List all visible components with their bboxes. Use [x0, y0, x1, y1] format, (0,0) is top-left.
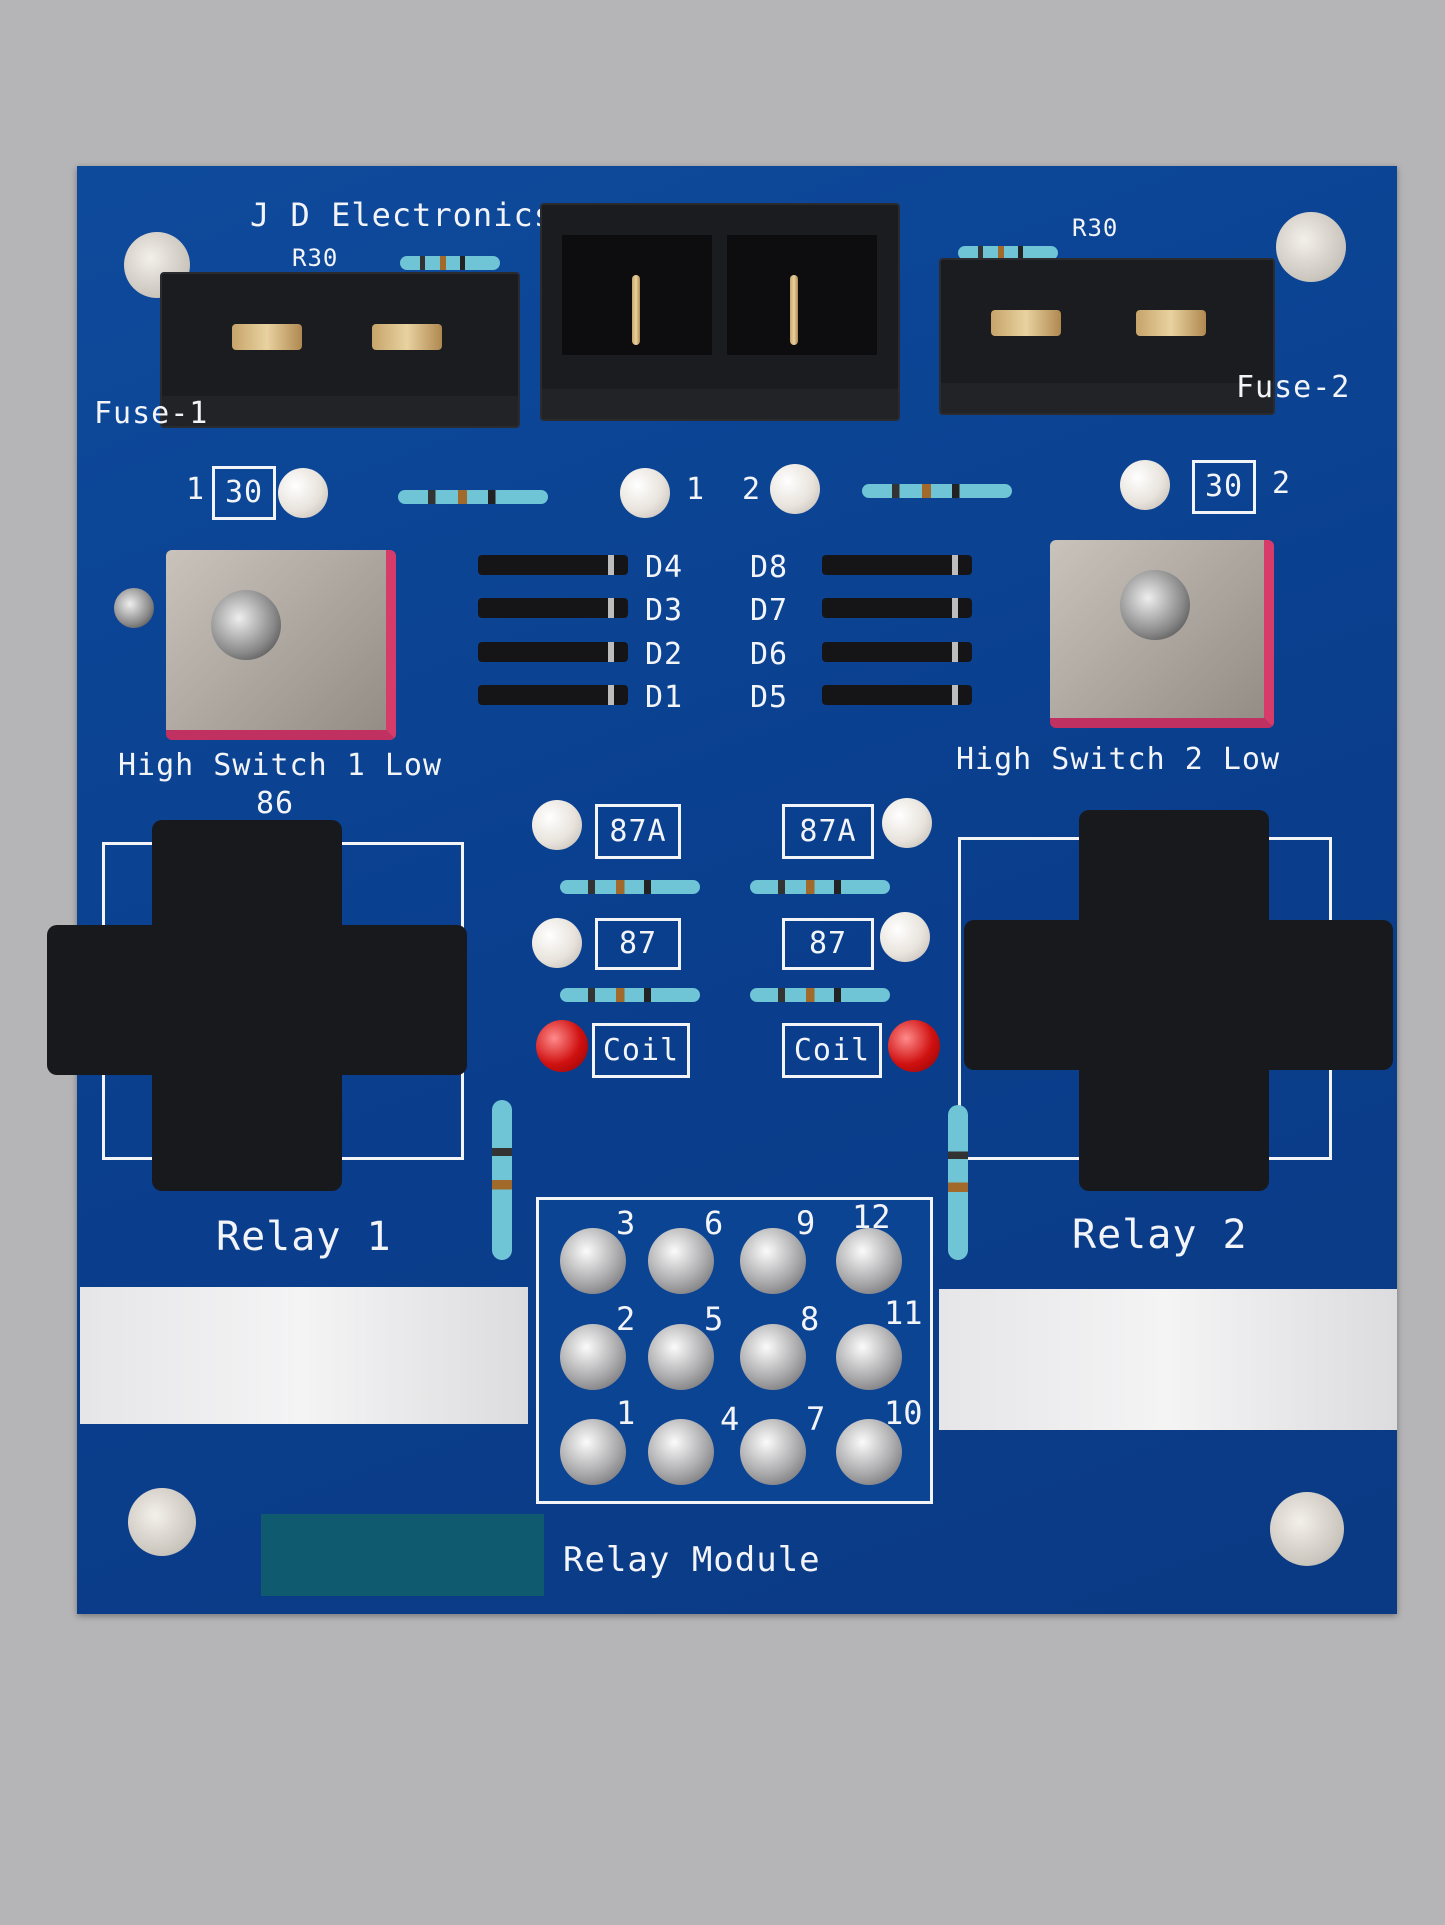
diode — [822, 642, 972, 662]
led — [278, 468, 328, 518]
resistor — [948, 1105, 968, 1260]
led-87-1 — [532, 918, 582, 968]
relay-socket-1[interactable] — [47, 820, 467, 1191]
mounting-hole — [1270, 1492, 1344, 1566]
resistor — [560, 880, 700, 894]
diode — [478, 555, 628, 575]
resistor — [958, 246, 1058, 260]
pin-label: 4 — [720, 1400, 740, 1438]
resistor — [750, 880, 890, 894]
connector-pin — [560, 1324, 626, 1390]
diode — [478, 685, 628, 705]
pin-label: 11 — [884, 1294, 923, 1332]
diode-label: D5 — [750, 680, 789, 715]
connector-pin — [836, 1324, 902, 1390]
pin-label: 12 — [852, 1198, 891, 1236]
diode — [822, 555, 972, 575]
connector-pin — [648, 1419, 714, 1485]
coil-label: Coil — [592, 1023, 690, 1078]
indicator-box: 30 — [1192, 460, 1256, 514]
mounting-strip — [80, 1287, 528, 1424]
diode — [478, 642, 628, 662]
label-87: 87 — [595, 918, 681, 970]
label-87: 87 — [782, 918, 874, 970]
resistor-label: R30 — [292, 244, 339, 272]
switch-1-label: High Switch 1 Low — [118, 748, 443, 783]
diode-label: D3 — [645, 593, 684, 628]
label-87a: 87A — [782, 804, 874, 859]
relay-socket-2[interactable] — [964, 810, 1393, 1191]
connector-pin — [740, 1228, 806, 1294]
diode — [478, 598, 628, 618]
pin-label: 8 — [800, 1300, 820, 1338]
fuse-2-label: Fuse-2 — [1236, 370, 1351, 405]
maker-label: J D Electronics — [250, 196, 554, 234]
resistor — [750, 988, 890, 1002]
mounting-strip — [939, 1289, 1397, 1430]
led-87a-1 — [532, 800, 582, 850]
fuse-holder-2[interactable] — [939, 258, 1275, 415]
connector-pin — [560, 1228, 626, 1294]
resistor-label: R30 — [1072, 214, 1119, 242]
diode-label: D7 — [750, 593, 789, 628]
led-87-2 — [880, 912, 930, 962]
pin-label: 6 — [704, 1204, 724, 1242]
mounting-hole — [128, 1488, 196, 1556]
coil-led-2 — [888, 1020, 940, 1072]
indicator-number: 2 — [742, 472, 762, 507]
connector-pin — [836, 1419, 902, 1485]
fuse-holder-1[interactable] — [160, 272, 520, 428]
coil-led-1 — [536, 1020, 588, 1072]
resistor — [862, 484, 1012, 498]
fuse-1-label: Fuse-1 — [94, 396, 209, 431]
pin-label: 1 — [616, 1394, 636, 1432]
diode-label: D1 — [645, 680, 684, 715]
resistor — [560, 988, 700, 1002]
indicator-number: 1 — [686, 472, 706, 507]
switch-2-label: High Switch 2 Low — [956, 742, 1281, 777]
pin-label: 2 — [616, 1300, 636, 1338]
connector-pin — [836, 1228, 902, 1294]
led — [1120, 460, 1170, 510]
indicator-number: 2 — [1272, 466, 1292, 501]
resistor — [400, 256, 500, 270]
pin-label: 9 — [796, 1204, 816, 1242]
power-connector[interactable] — [540, 203, 900, 421]
toggle-switch-1[interactable] — [114, 550, 396, 740]
resistor — [398, 490, 548, 504]
connector-pin — [648, 1228, 714, 1294]
indicator-number: 1 — [186, 472, 206, 507]
connector-pin — [740, 1419, 806, 1485]
pin-label: 3 — [616, 1204, 636, 1242]
diode-label: D6 — [750, 637, 789, 672]
mounting-hole — [1276, 212, 1346, 282]
board-name: Relay Module — [563, 1540, 821, 1580]
relay-1-label: Relay 1 — [216, 1214, 392, 1260]
resistor — [492, 1100, 512, 1260]
diode-label: D8 — [750, 550, 789, 585]
pin-label: 7 — [806, 1400, 826, 1438]
led-87a-2 — [882, 798, 932, 848]
label-patch — [261, 1514, 544, 1596]
led — [620, 468, 670, 518]
pin-label: 10 — [884, 1394, 923, 1432]
led — [770, 464, 820, 514]
diode — [822, 685, 972, 705]
label-87a: 87A — [595, 804, 681, 859]
diode — [822, 598, 972, 618]
toggle-switch-2[interactable] — [1050, 540, 1274, 728]
connector-pin — [648, 1324, 714, 1390]
diode-label: D4 — [645, 550, 684, 585]
diode-label: D2 — [645, 637, 684, 672]
connector-pin — [740, 1324, 806, 1390]
relay-2-label: Relay 2 — [1072, 1212, 1248, 1258]
pin-86-label: 86 — [256, 786, 295, 821]
connector-pin — [560, 1419, 626, 1485]
indicator-box: 30 — [212, 466, 276, 520]
coil-label: Coil — [782, 1023, 882, 1078]
pin-label: 5 — [704, 1300, 724, 1338]
